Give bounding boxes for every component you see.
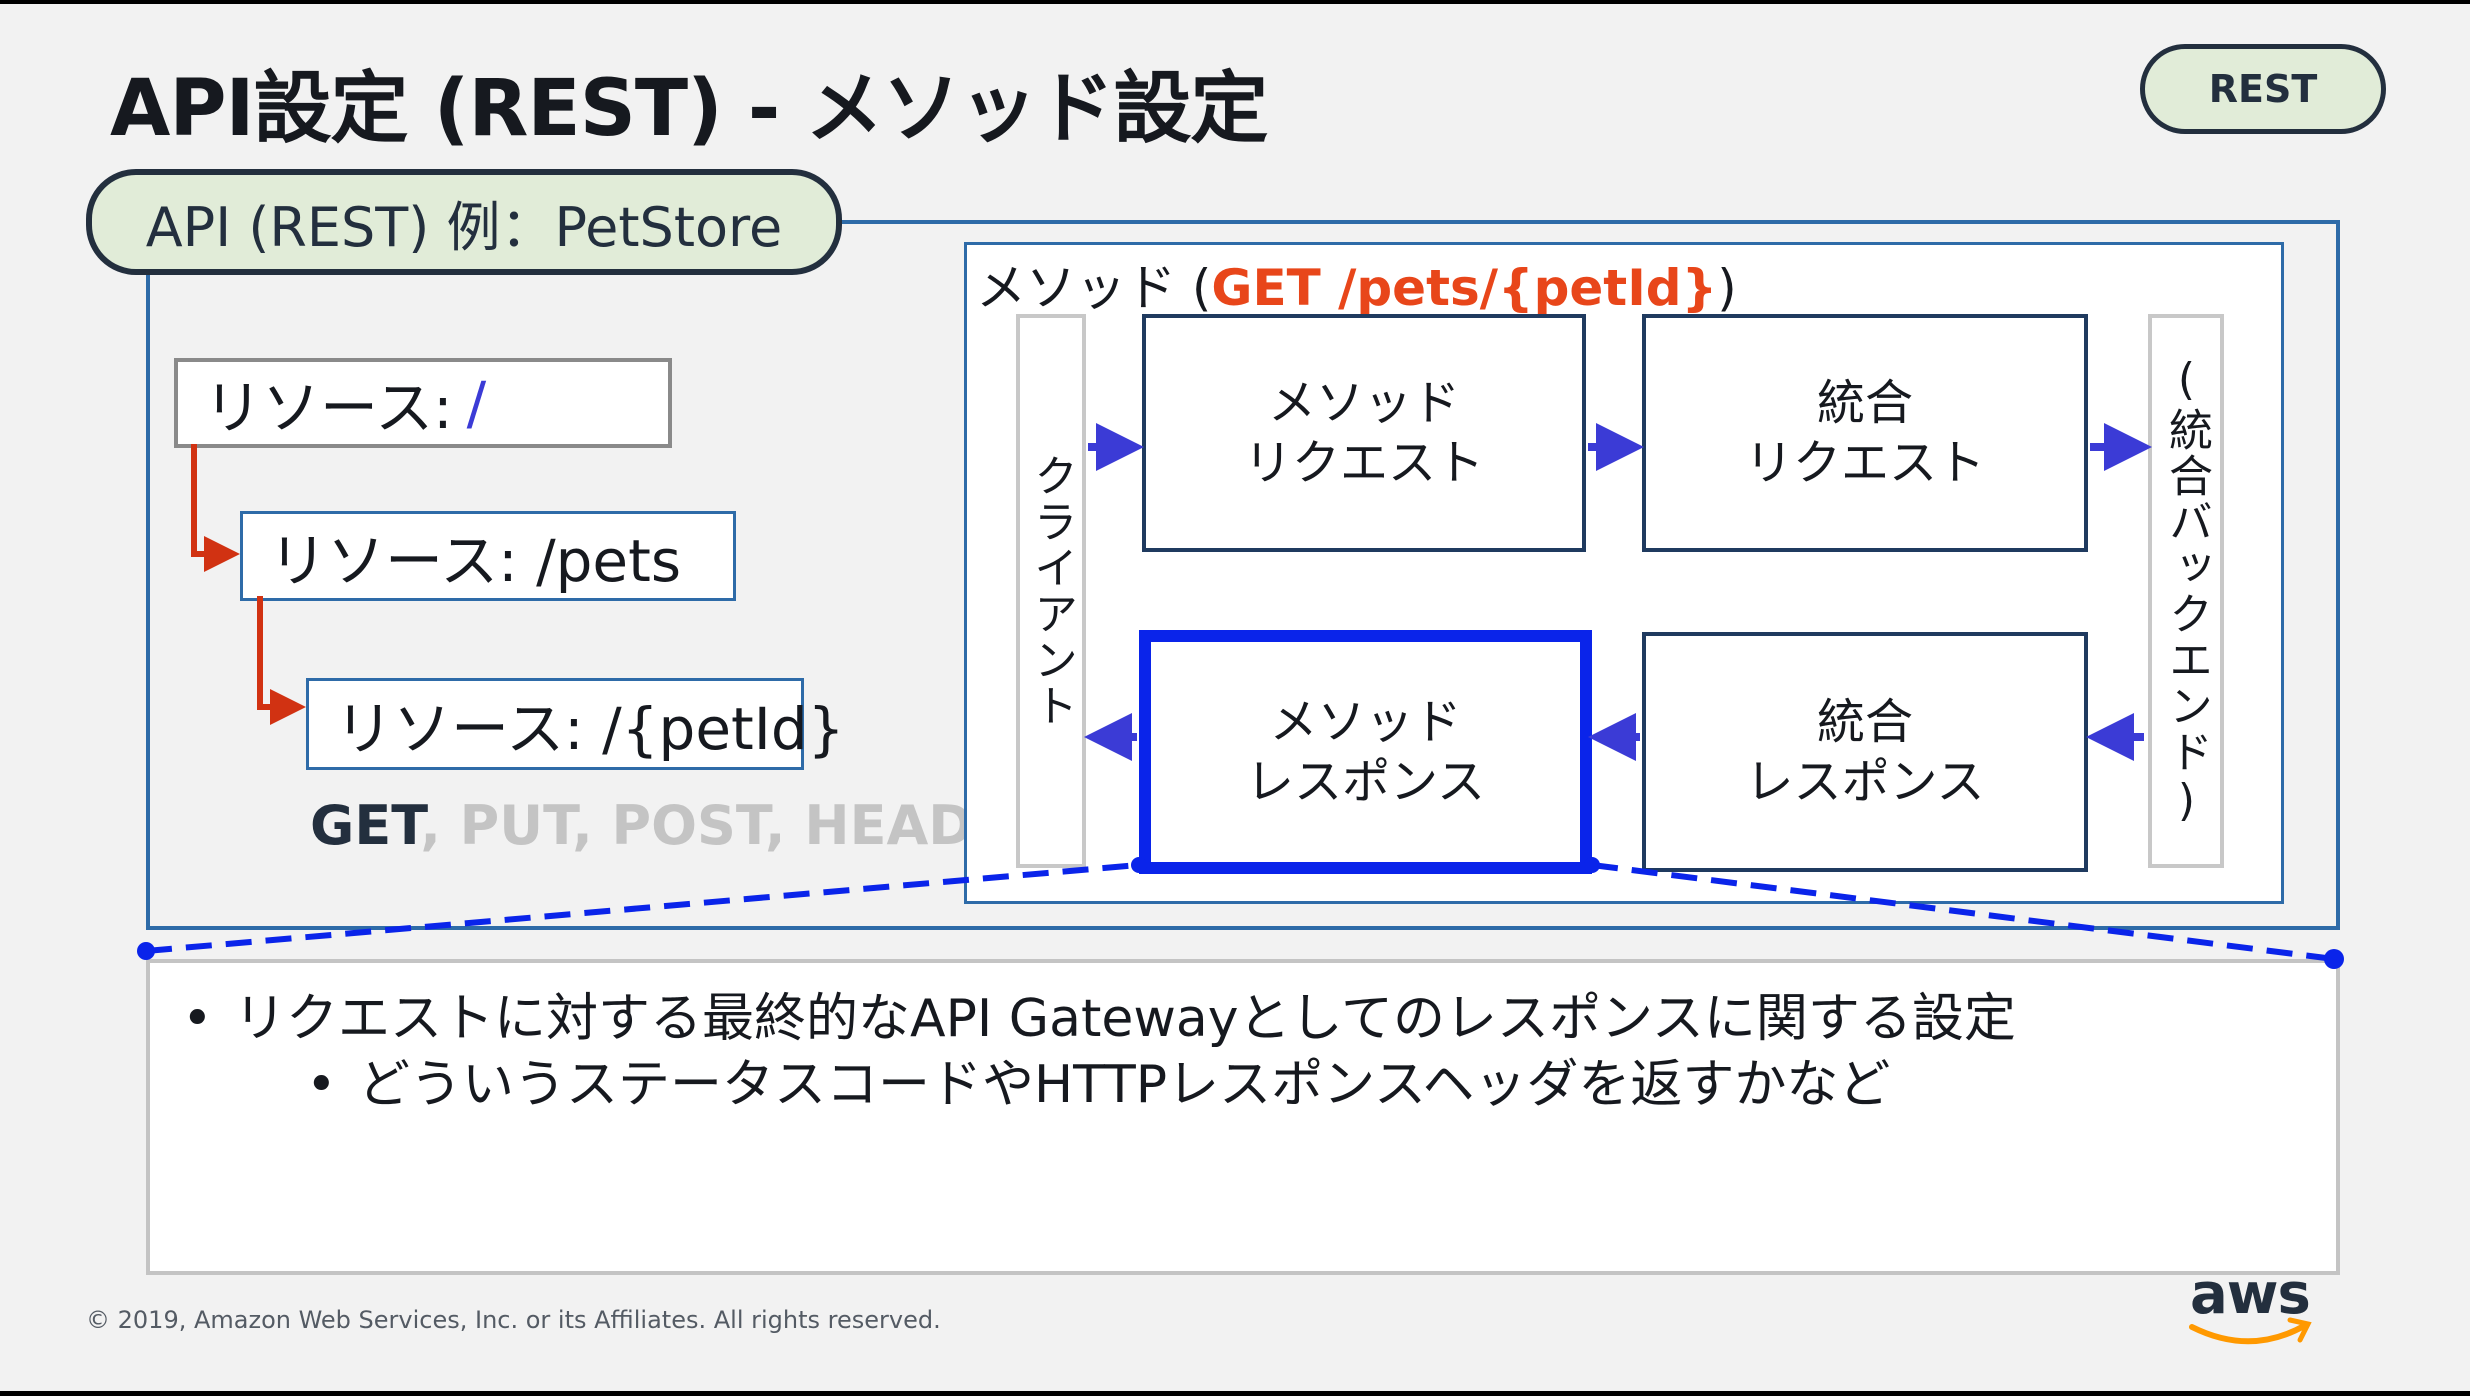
method-heading: メソッド (GET /pets/{petId}) <box>976 248 1737 320</box>
aws-logo: aws <box>2190 1262 2311 1327</box>
method-response-box: メソッド レスポンス <box>1139 630 1592 874</box>
aws-smile-icon <box>2189 1323 2307 1345</box>
method-heading-suffix: ) <box>1717 259 1737 317</box>
integration-response-line2: レスポンス <box>1745 754 1985 810</box>
http-methods: GET, PUT, POST, HEAD <box>310 794 973 857</box>
integration-request-line2: リクエスト <box>1744 435 1985 491</box>
bullet-dot-icon: • <box>306 1055 337 1115</box>
resource-root-path: / <box>466 369 487 437</box>
method-request-box: メソッド リクエスト <box>1142 314 1586 552</box>
method-get: GET <box>310 794 421 857</box>
slide-title: API設定 (REST) - メソッド設定 <box>110 64 1268 154</box>
copyright-footer: © 2019, Amazon Web Services, Inc. or its… <box>86 1306 941 1334</box>
resource-root: リソース: / <box>174 358 672 448</box>
notes-box <box>146 959 2340 1275</box>
zoom-dot <box>137 942 155 960</box>
integration-response-line1: 統合 <box>1816 694 1913 750</box>
method-response-line2: レスポンス <box>1245 754 1486 810</box>
client-bar: クライアント <box>1016 314 1086 868</box>
integration-request-line1: 統合 <box>1816 375 1913 431</box>
note-bullet-2: • どういうステータスコードやHTTPレスポンスヘッダを返すかなど <box>306 1042 1890 1117</box>
method-request-line1: メソッド <box>1267 375 1460 431</box>
backend-label: (統合バックエンド) <box>2161 354 2212 828</box>
resource-root-label: リソース: <box>204 374 453 442</box>
method-heading-prefix: メソッド ( <box>976 259 1212 317</box>
example-label: API (REST) 例：PetStore <box>86 169 842 275</box>
slide: API設定 (REST) - メソッド設定 REST API (REST) 例：… <box>0 4 2470 1391</box>
note-bullet-1: • リクエストに対する最終的なAPI Gatewayとしてのレスポンスに関する設定 <box>182 976 2016 1051</box>
note-bullet-2-text: どういうステータスコードやHTTPレスポンスヘッダを返すかなど <box>358 1055 1891 1115</box>
backend-bar: (統合バックエンド) <box>2148 314 2224 868</box>
resource-pets: リソース: /pets <box>240 511 736 601</box>
methods-other: , PUT, POST, HEAD <box>420 794 974 857</box>
rest-badge: REST <box>2140 44 2386 134</box>
method-request-line2: リクエスト <box>1243 435 1484 491</box>
method-response-line1: メソッド <box>1269 694 1462 750</box>
bullet-dot-icon: • <box>182 989 213 1049</box>
resource-petid: リソース: /{petId} <box>306 678 845 770</box>
integration-request-box: 統合 リクエスト <box>1642 314 2088 552</box>
integration-response-box: 統合 レスポンス <box>1642 632 2088 872</box>
method-heading-path: GET /pets/{petId} <box>1211 259 1718 317</box>
client-label: クライアント <box>1026 453 1077 729</box>
note-bullet-1-text: リクエストに対する最終的なAPI Gatewayとしてのレスポンスに関する設定 <box>234 989 2016 1049</box>
